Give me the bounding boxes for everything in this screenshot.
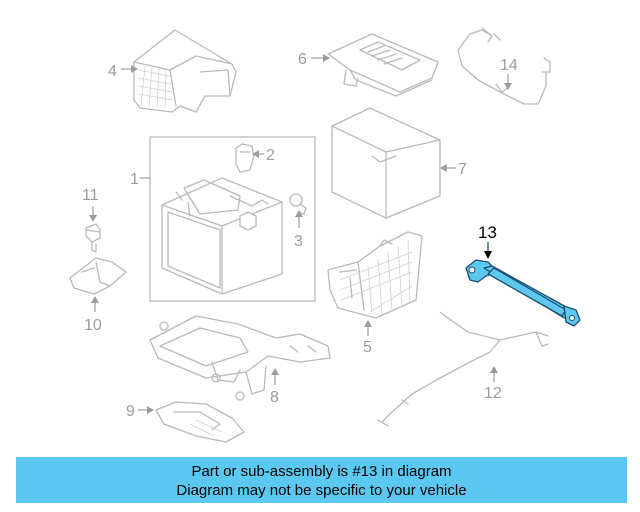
part-7-box[interactable] (331, 107, 441, 219)
callout-4: 4 (108, 63, 138, 80)
part-1-frame (149, 136, 316, 302)
callout-label-6: 6 (298, 51, 307, 68)
part-4-insulator[interactable] (133, 29, 237, 113)
callout-7: 7 (440, 161, 467, 178)
callout-label-12: 12 (484, 385, 502, 402)
callout-1: 1 (130, 171, 150, 188)
callout-label-11: 11 (82, 187, 99, 204)
part-10-bracket[interactable] (69, 257, 127, 295)
callout-label-9: 9 (126, 403, 135, 420)
part-8-tray[interactable] (149, 315, 331, 401)
callout-label-1: 1 (130, 171, 139, 188)
callout-label-8: 8 (270, 389, 279, 406)
callout-label-4: 4 (108, 63, 117, 80)
callout-label-10: 10 (84, 317, 102, 334)
callout-label-7: 7 (458, 161, 467, 178)
part-11-bolt[interactable] (85, 223, 101, 253)
callout-label-2: 2 (266, 147, 275, 164)
callout-11: 11 (82, 187, 99, 222)
callout-5: 5 (363, 320, 372, 356)
banner-line-2: Diagram may not be specific to your vehi… (176, 482, 467, 499)
parts-diagram: 4 6 14 1 2 3 7 11 10 5 (69, 27, 581, 443)
callout-8: 8 (270, 368, 279, 406)
callout-14: 14 (500, 57, 518, 90)
part-2-terminal-cap[interactable] (235, 143, 255, 173)
callout-10: 10 (84, 296, 102, 334)
part-5-holder[interactable] (327, 231, 423, 319)
callout-13: 13 (478, 223, 497, 259)
info-banner: Part or sub-assembly is #13 in diagram D… (16, 457, 627, 503)
part-3-plug[interactable] (289, 193, 307, 215)
callout-label-13: 13 (478, 223, 497, 242)
part-9-plate[interactable] (155, 401, 245, 443)
callout-12: 12 (484, 366, 502, 402)
callout-label-5: 5 (363, 339, 372, 356)
callout-3: 3 (294, 210, 303, 250)
callout-2: 2 (252, 147, 275, 164)
callout-label-3: 3 (294, 233, 303, 250)
battery[interactable] (161, 177, 283, 295)
banner-line-1: Part or sub-assembly is #13 in diagram (191, 463, 452, 480)
callout-6: 6 (298, 51, 330, 68)
callout-label-14: 14 (500, 57, 518, 74)
callout-9: 9 (126, 403, 154, 420)
part-14-cable[interactable] (457, 27, 551, 105)
part-6-cover[interactable] (327, 33, 439, 97)
part-12-harness[interactable] (377, 311, 549, 427)
part-13-cable-highlighted[interactable] (465, 259, 581, 327)
